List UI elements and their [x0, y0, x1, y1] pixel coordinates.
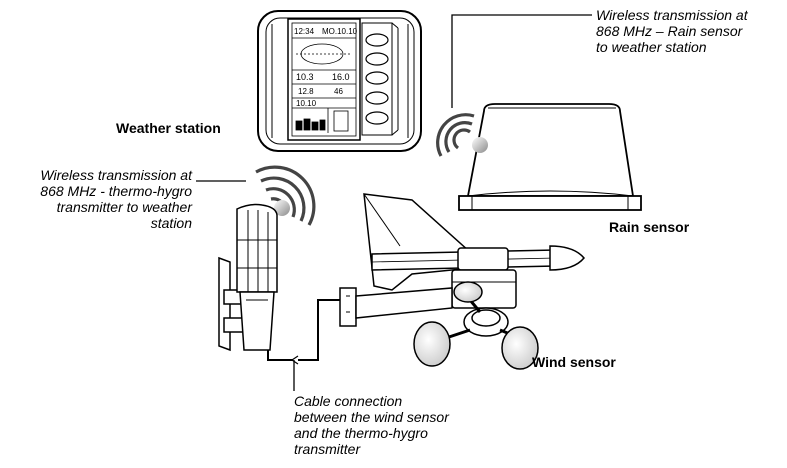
- rain-wireless-line-3: to weather station: [596, 39, 707, 55]
- thermo-hygro-transmitter: [218, 203, 278, 352]
- rain-wireless-line-2: 868 MHz – Rain sensor: [596, 23, 743, 39]
- anemometer-cups: [413, 281, 539, 370]
- station-buttons: [365, 33, 389, 125]
- cable-line-3: and the thermo-hygro: [294, 425, 428, 441]
- display-temp-left: 10.3: [296, 72, 314, 82]
- display-temp-right: 16.0: [332, 72, 350, 82]
- thermo-wireless-line-4: station: [150, 215, 192, 231]
- display-date: MO.10.10: [322, 27, 358, 36]
- display-time: 12:34: [294, 27, 315, 36]
- connection-cable: [267, 299, 340, 361]
- rain-sensor-label: Rain sensor: [609, 219, 690, 235]
- thermo-wireless-line-1: Wireless transmission at: [40, 167, 192, 183]
- wind-sensor-label: Wind sensor: [532, 354, 616, 370]
- cable-pointer-arrow: [290, 355, 299, 365]
- thermo-wireless-line-3: transmitter to weather: [56, 199, 192, 215]
- rain-wireless-caption: Wireless transmission at 868 MHz – Rain …: [596, 7, 748, 55]
- thermo-wireless-line-2: 868 MHz - thermo-hygro: [40, 183, 192, 199]
- thermo-wireless-waves: [255, 165, 316, 226]
- rain-sensor-device: [458, 103, 642, 211]
- cable-line-2: between the wind sensor: [294, 409, 449, 425]
- cable-caption: Cable connection between the wind sensor…: [294, 393, 449, 457]
- display-rain: 10.10: [296, 99, 317, 108]
- rain-wireless-leader: [451, 14, 592, 108]
- cable-line-1: Cable connection: [294, 393, 403, 409]
- station-screen-graphics: [292, 37, 356, 133]
- weather-station-label: Weather station: [116, 120, 221, 136]
- display-humidity-left: 12.8: [298, 87, 314, 96]
- thermo-wireless-caption: Wireless transmission at 868 MHz - therm…: [4, 167, 192, 231]
- rain-wireless-waves: [436, 113, 488, 157]
- cable-line-4: transmitter: [294, 441, 361, 457]
- wind-sensor-device: [339, 193, 585, 342]
- rain-wireless-line-1: Wireless transmission at: [596, 7, 748, 23]
- display-humidity-right: 46: [334, 87, 343, 96]
